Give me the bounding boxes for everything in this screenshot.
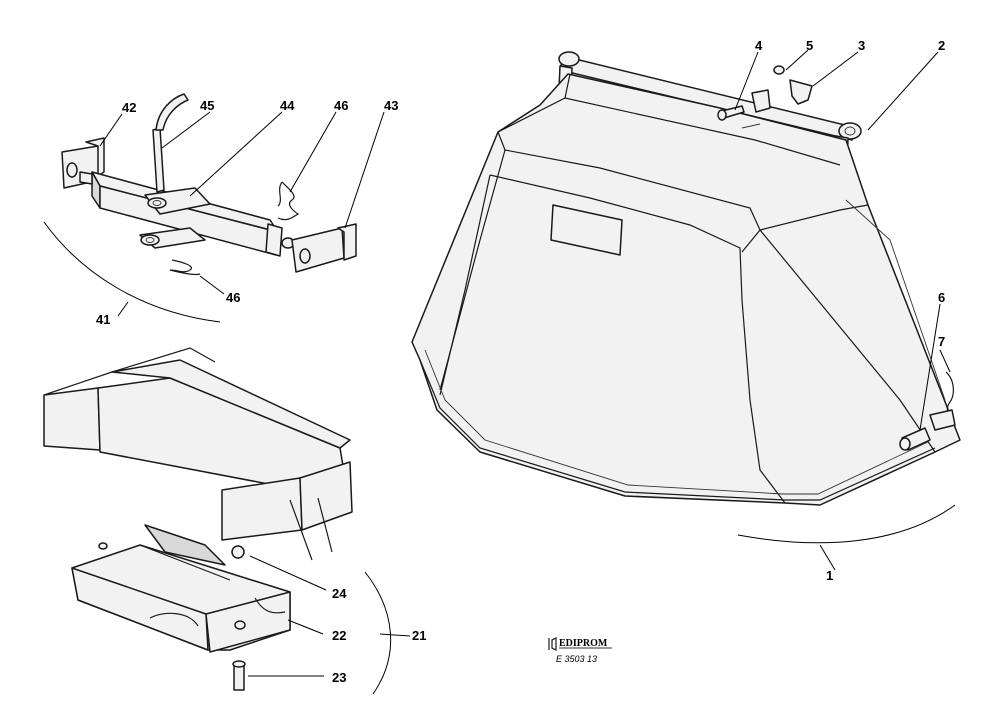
leader-lines <box>99 49 951 677</box>
callout-7: 7 <box>938 334 945 349</box>
callout-5: 5 <box>806 38 813 53</box>
ediprom-logo: EDIPROM E 3503 13 <box>548 637 612 664</box>
callout-4: 4 <box>755 38 763 53</box>
group-arc-41 <box>43 221 221 323</box>
callout-6: 6 <box>938 290 945 305</box>
callout-45: 45 <box>200 98 214 113</box>
callout-46-lower: 46 <box>226 290 240 305</box>
callout-1: 1 <box>826 568 833 583</box>
callout-44: 44 <box>280 98 295 113</box>
callout-46-upper: 46 <box>334 98 348 113</box>
callout-42: 42 <box>122 100 136 115</box>
callout-23: 23 <box>332 670 346 685</box>
grass-catcher <box>411 51 961 506</box>
group-arc-21 <box>364 571 392 695</box>
callout-22: 22 <box>332 628 346 643</box>
callout-43: 43 <box>384 98 398 113</box>
ediprom-logo-mark-icon <box>548 637 557 651</box>
counterweight-assembly <box>43 347 353 691</box>
drawing-code: E 3503 13 <box>556 654 597 664</box>
hitch-assembly <box>61 93 357 276</box>
logo-brand: EDIPROM <box>559 638 608 649</box>
group-arc-1 <box>737 504 956 544</box>
callout-21: 21 <box>412 628 426 643</box>
callout-24: 24 <box>332 586 347 601</box>
callout-3: 3 <box>858 38 865 53</box>
callout-2: 2 <box>938 38 945 53</box>
callout-41: 41 <box>96 312 110 327</box>
